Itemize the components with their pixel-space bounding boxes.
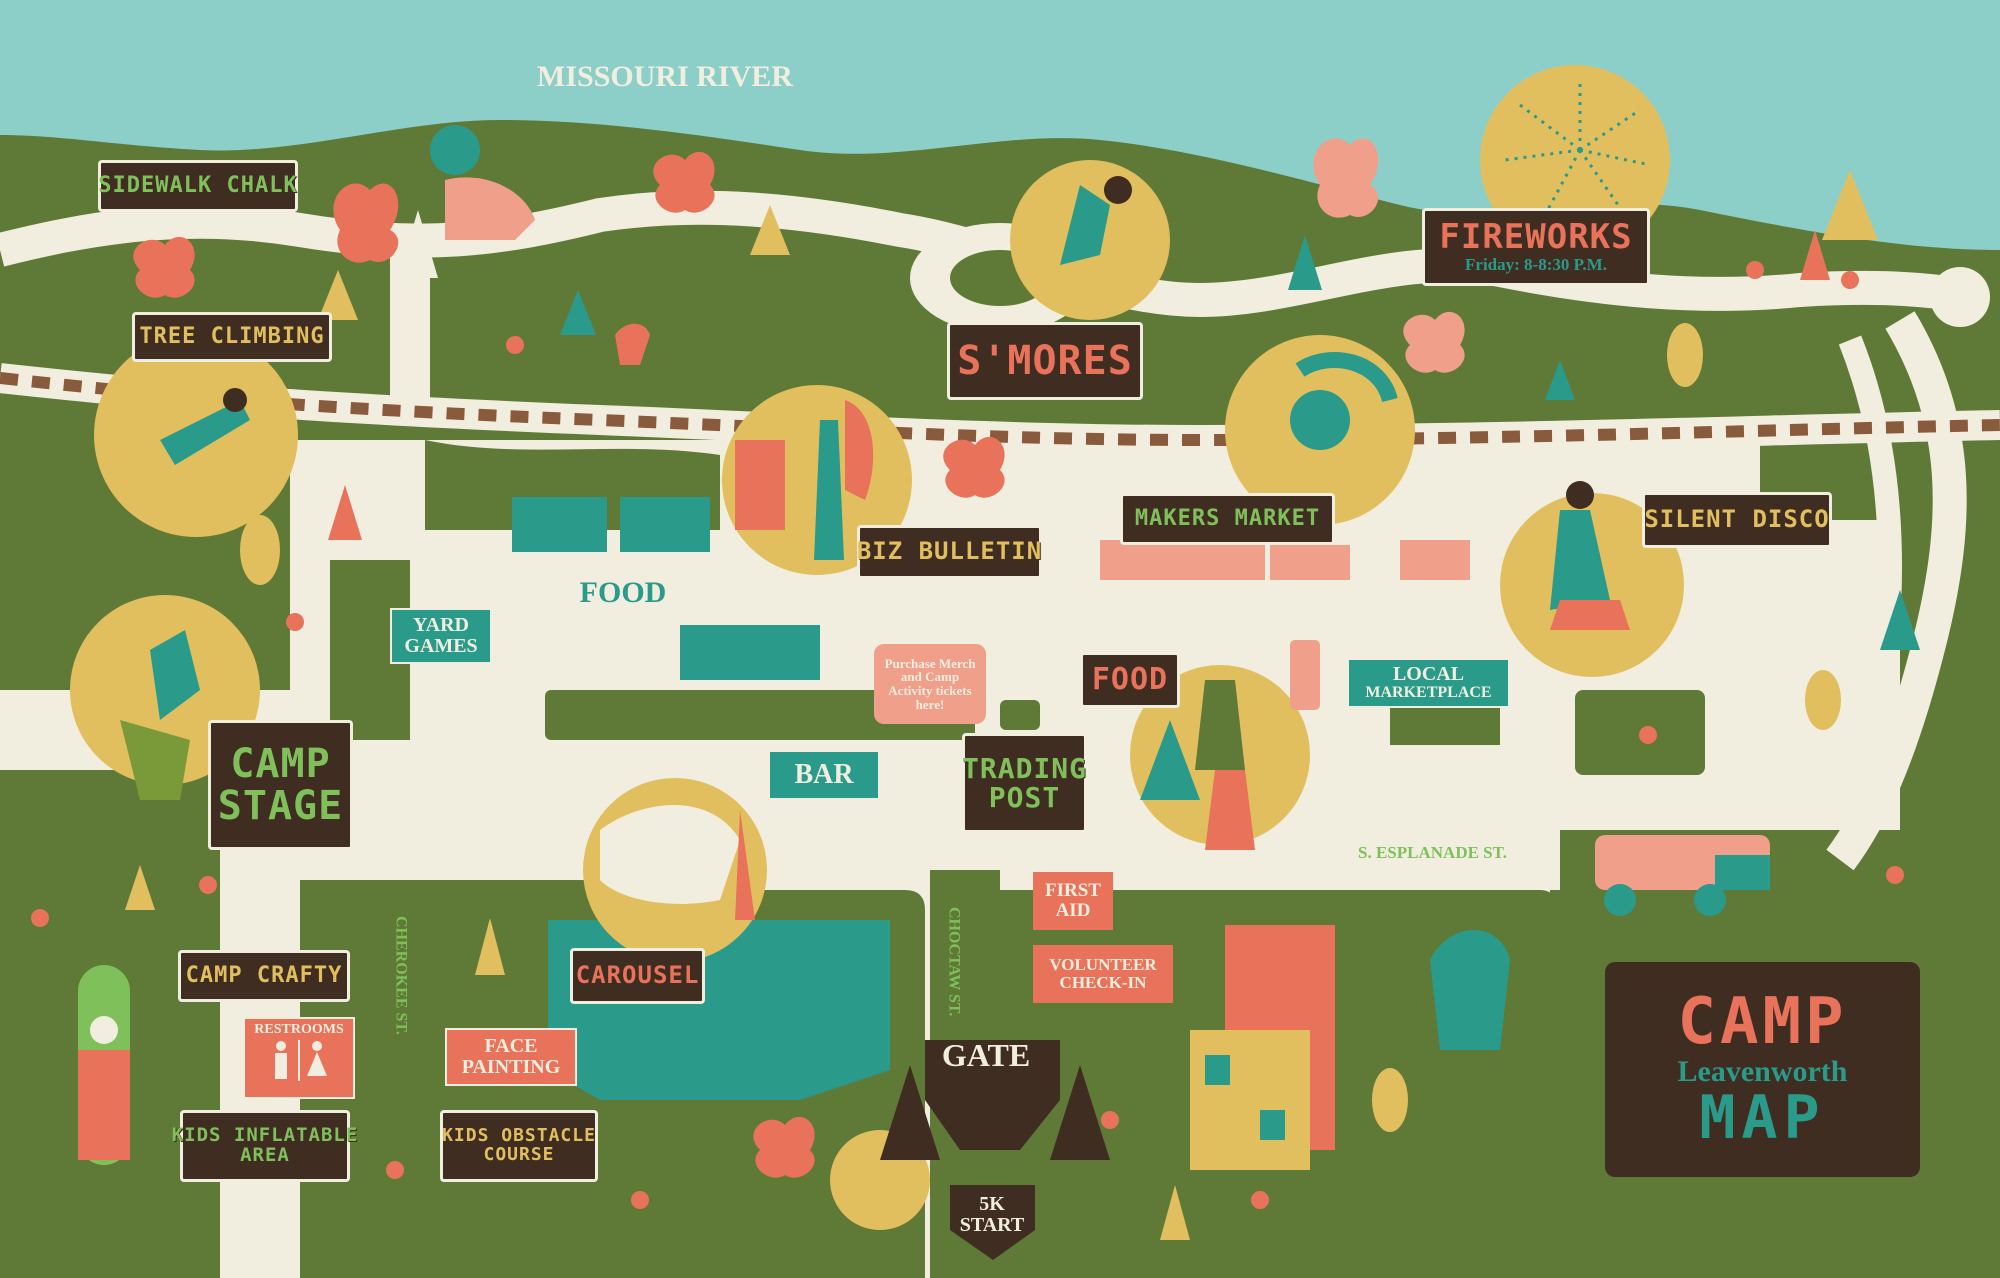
trading-post-sign[interactable]: TRADING POST bbox=[962, 733, 1087, 833]
choctaw-street-label: CHOCTAW ST. bbox=[945, 907, 963, 1017]
title-leavenworth: Leavenworth bbox=[1677, 1054, 1848, 1088]
food-sign[interactable]: FOOD bbox=[1080, 652, 1180, 708]
kids-obstacle-line1: KIDS OBSTACLE bbox=[442, 1125, 596, 1147]
building bbox=[1190, 925, 1335, 1170]
local-marketplace-line2: MARKETPLACE bbox=[1365, 684, 1492, 702]
volunteer-checkin-label[interactable]: VOLUNTEER CHECK-IN bbox=[1033, 945, 1173, 1003]
restroom-icon bbox=[275, 1039, 327, 1081]
local-marketplace-line1: LOCAL bbox=[1392, 663, 1465, 686]
sidewalk-chalk-sign[interactable]: SIDEWALK CHALK bbox=[98, 160, 298, 212]
makers-market-sign[interactable]: MAKERS MARKET bbox=[1120, 493, 1335, 545]
esplanade-street-label: S. ESPLANADE ST. bbox=[1358, 843, 1507, 863]
tree-climbing-sign[interactable]: TREE CLIMBING bbox=[132, 312, 332, 362]
camp-stage-line2: STAGE bbox=[217, 783, 344, 829]
jeep bbox=[1595, 835, 1770, 916]
camp-crafty-label: CAMP CRAFTY bbox=[185, 963, 343, 989]
map-title-sign: CAMP Leavenworth MAP bbox=[1605, 962, 1920, 1177]
kids-inflatable-line1: KIDS INFLATABLE bbox=[171, 1124, 359, 1147]
title-map: MAP bbox=[1699, 1083, 1826, 1154]
silent-disco-sign[interactable]: SILENT DISCO bbox=[1642, 492, 1832, 548]
biz-bulletin-sign[interactable]: BIZ BULLETIN bbox=[857, 525, 1042, 579]
makers-market-label: MAKERS MARKET bbox=[1134, 506, 1321, 532]
restrooms-label: RESTROOMS bbox=[254, 1022, 344, 1037]
title-camp: CAMP bbox=[1677, 984, 1848, 1059]
fireworks-sign[interactable]: FIREWORKS Friday: 8-8:30 P.M. bbox=[1422, 208, 1650, 286]
camp-stage-line1: CAMP bbox=[230, 741, 331, 787]
smores-label: S'MORES bbox=[957, 338, 1133, 384]
face-painting-label[interactable]: FACE PAINTING bbox=[445, 1028, 577, 1086]
gate-label[interactable]: GATE bbox=[941, 1037, 1031, 1074]
carousel-sign[interactable]: CAROUSEL bbox=[570, 948, 705, 1004]
silent-disco-label: SILENT DISCO bbox=[1644, 505, 1830, 534]
food-area-label: FOOD bbox=[579, 576, 667, 610]
smores-sign[interactable]: S'MORES bbox=[947, 322, 1143, 400]
biz-bulletin-label: BIZ BULLETIN bbox=[856, 537, 1043, 566]
camp-crafty-sign[interactable]: CAMP CRAFTY bbox=[178, 950, 350, 1002]
purchase-note: Purchase Merch and Camp Activity tickets… bbox=[874, 644, 986, 724]
cherokee-street-label: CHEROKEE ST. bbox=[392, 915, 410, 1035]
yard-games-label[interactable]: YARD GAMES bbox=[390, 608, 492, 664]
kids-obstacle-sign[interactable]: KIDS OBSTACLE COURSE bbox=[440, 1110, 598, 1182]
5k-start-label[interactable]: 5K START bbox=[959, 1193, 1025, 1236]
fox bbox=[445, 177, 535, 240]
activity-illustrations bbox=[70, 160, 1684, 1230]
carousel-label: CAROUSEL bbox=[575, 961, 700, 990]
fireworks-label: FIREWORKS bbox=[1439, 217, 1633, 258]
kids-inflatable-sign[interactable]: KIDS INFLATABLE AREA bbox=[172, 1110, 357, 1182]
sidewalk-chalk-label: SIDEWALK CHALK bbox=[98, 173, 298, 199]
fireworks-time: Friday: 8-8:30 P.M. bbox=[1465, 254, 1607, 274]
river-label: MISSOURI RIVER bbox=[537, 60, 793, 94]
tree-climbing-label: TREE CLIMBING bbox=[139, 324, 325, 350]
kids-obstacle-line2: COURSE bbox=[483, 1144, 555, 1165]
local-marketplace-label[interactable]: LOCAL MARKETPLACE bbox=[1347, 658, 1510, 708]
squirrel bbox=[1430, 930, 1510, 1050]
camp-stage-sign[interactable]: CAMP STAGE bbox=[208, 720, 353, 850]
kids-inflatable-line2: AREA bbox=[240, 1144, 290, 1166]
first-aid-label[interactable]: FIRST AID bbox=[1033, 872, 1113, 930]
trees bbox=[80, 138, 1920, 1240]
flowers bbox=[31, 261, 1904, 1209]
restrooms-sign[interactable]: RESTROOMS bbox=[243, 1017, 355, 1099]
bar-label[interactable]: BAR bbox=[768, 750, 880, 800]
trading-post-line2: POST bbox=[988, 781, 1061, 814]
trading-post-line1: TRADING bbox=[962, 751, 1088, 785]
food-sign-label: FOOD bbox=[1091, 662, 1169, 698]
